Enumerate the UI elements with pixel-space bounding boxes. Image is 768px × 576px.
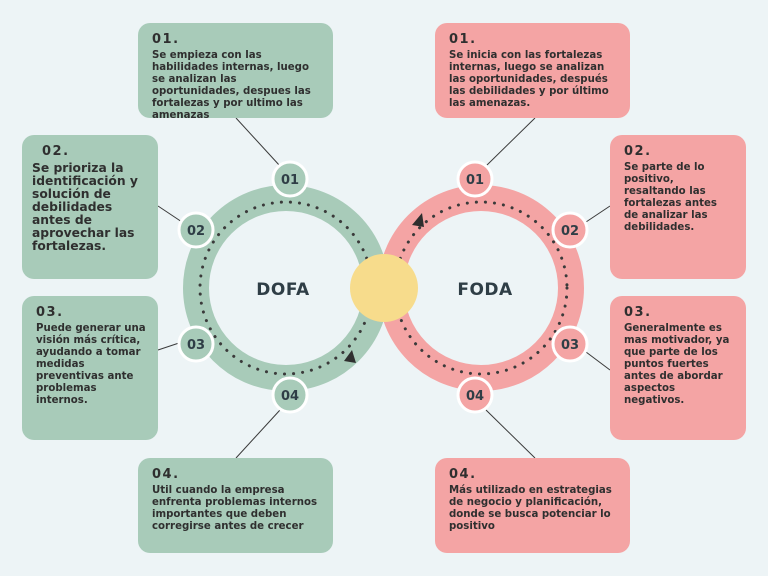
- foda-box-02: 02. Se parte de lo positivo, resaltando …: [610, 135, 746, 279]
- connector-foda-01: [485, 117, 536, 167]
- foda-box-01-number: 01.: [449, 32, 477, 47]
- foda-node-04-label: 04: [466, 389, 484, 404]
- dofa-node-02-label: 02: [187, 224, 205, 239]
- dofa-node-02: 02: [177, 211, 215, 249]
- foda-title: FODA: [457, 280, 513, 300]
- dofa-node-04-label: 04: [281, 389, 299, 404]
- foda-box-02-text: Se parte de lo positivo, resaltando las …: [624, 162, 717, 233]
- connector-dofa-04: [235, 409, 281, 459]
- dofa-box-02-number: 02.: [42, 144, 70, 159]
- dofa-node-01-label: 01: [281, 173, 299, 188]
- dofa-box-02: 02. Se prioriza la identificación y solu…: [22, 135, 158, 279]
- dofa-box-02-text: Se prioriza la identificación y solución…: [32, 161, 138, 253]
- dofa-node-03-label: 03: [187, 338, 205, 353]
- center-circle: [350, 254, 418, 322]
- foda-box-01-text: Se inicia con las fortalezas internas, l…: [449, 50, 609, 109]
- dofa-box-04-number: 04.: [152, 467, 180, 482]
- dofa-node-01: 01: [271, 160, 309, 198]
- dofa-box-01: 01. Se empieza con las habilidades inter…: [138, 23, 333, 121]
- foda-box-02-number: 02.: [624, 144, 652, 159]
- connector-lines: [157, 117, 611, 459]
- dofa-box-03: 03. Puede generar una visión más crítica…: [22, 296, 158, 440]
- connector-foda-03: [585, 351, 611, 371]
- foda-box-04: 04. Más utilizado en estrategias de nego…: [435, 458, 630, 553]
- foda-node-04: 04: [456, 376, 494, 414]
- foda-arrow-icon: [412, 213, 424, 227]
- dofa-node-03: 03: [177, 325, 215, 363]
- dofa-box-03-number: 03.: [36, 305, 64, 320]
- dofa-box-01-text: Se empieza con las habilidades internas,…: [152, 50, 311, 121]
- dofa-box-04-text: Util cuando la empresa enfrenta problema…: [152, 485, 318, 532]
- connector-dofa-02: [157, 205, 183, 223]
- connector-foda-04: [485, 409, 536, 459]
- foda-node-01: 01: [456, 160, 494, 198]
- dofa-arrow-icon: [344, 350, 356, 363]
- foda-node-01-label: 01: [466, 173, 484, 188]
- foda-node-03: 03: [551, 325, 589, 363]
- connector-foda-02: [585, 205, 611, 223]
- dofa-node-04: 04: [271, 376, 309, 414]
- foda-dotted-path: [393, 200, 569, 376]
- connector-dofa-01: [235, 117, 281, 167]
- foda-box-03: 03. Generalmente es mas motivador, ya qu…: [610, 296, 746, 440]
- dofa-box-04: 04. Util cuando la empresa enfrenta prob…: [138, 458, 333, 553]
- dofa-title: DOFA: [256, 280, 310, 300]
- foda-box-04-number: 04.: [449, 467, 477, 482]
- dofa-box-01-number: 01.: [152, 32, 180, 47]
- foda-node-03-label: 03: [561, 338, 579, 353]
- foda-box-01: 01. Se inicia con las fortalezas interna…: [435, 23, 630, 118]
- dofa-box-03-text: Puede generar una visión más crítica, ay…: [36, 323, 146, 406]
- foda-box-03-text: Generalmente es mas motivador, ya que pa…: [624, 323, 730, 406]
- foda-node-02-label: 02: [561, 224, 579, 239]
- foda-box-04-text: Más utilizado en estrategias de negocio …: [449, 485, 612, 532]
- foda-box-03-number: 03.: [624, 305, 652, 320]
- foda-node-02: 02: [551, 211, 589, 249]
